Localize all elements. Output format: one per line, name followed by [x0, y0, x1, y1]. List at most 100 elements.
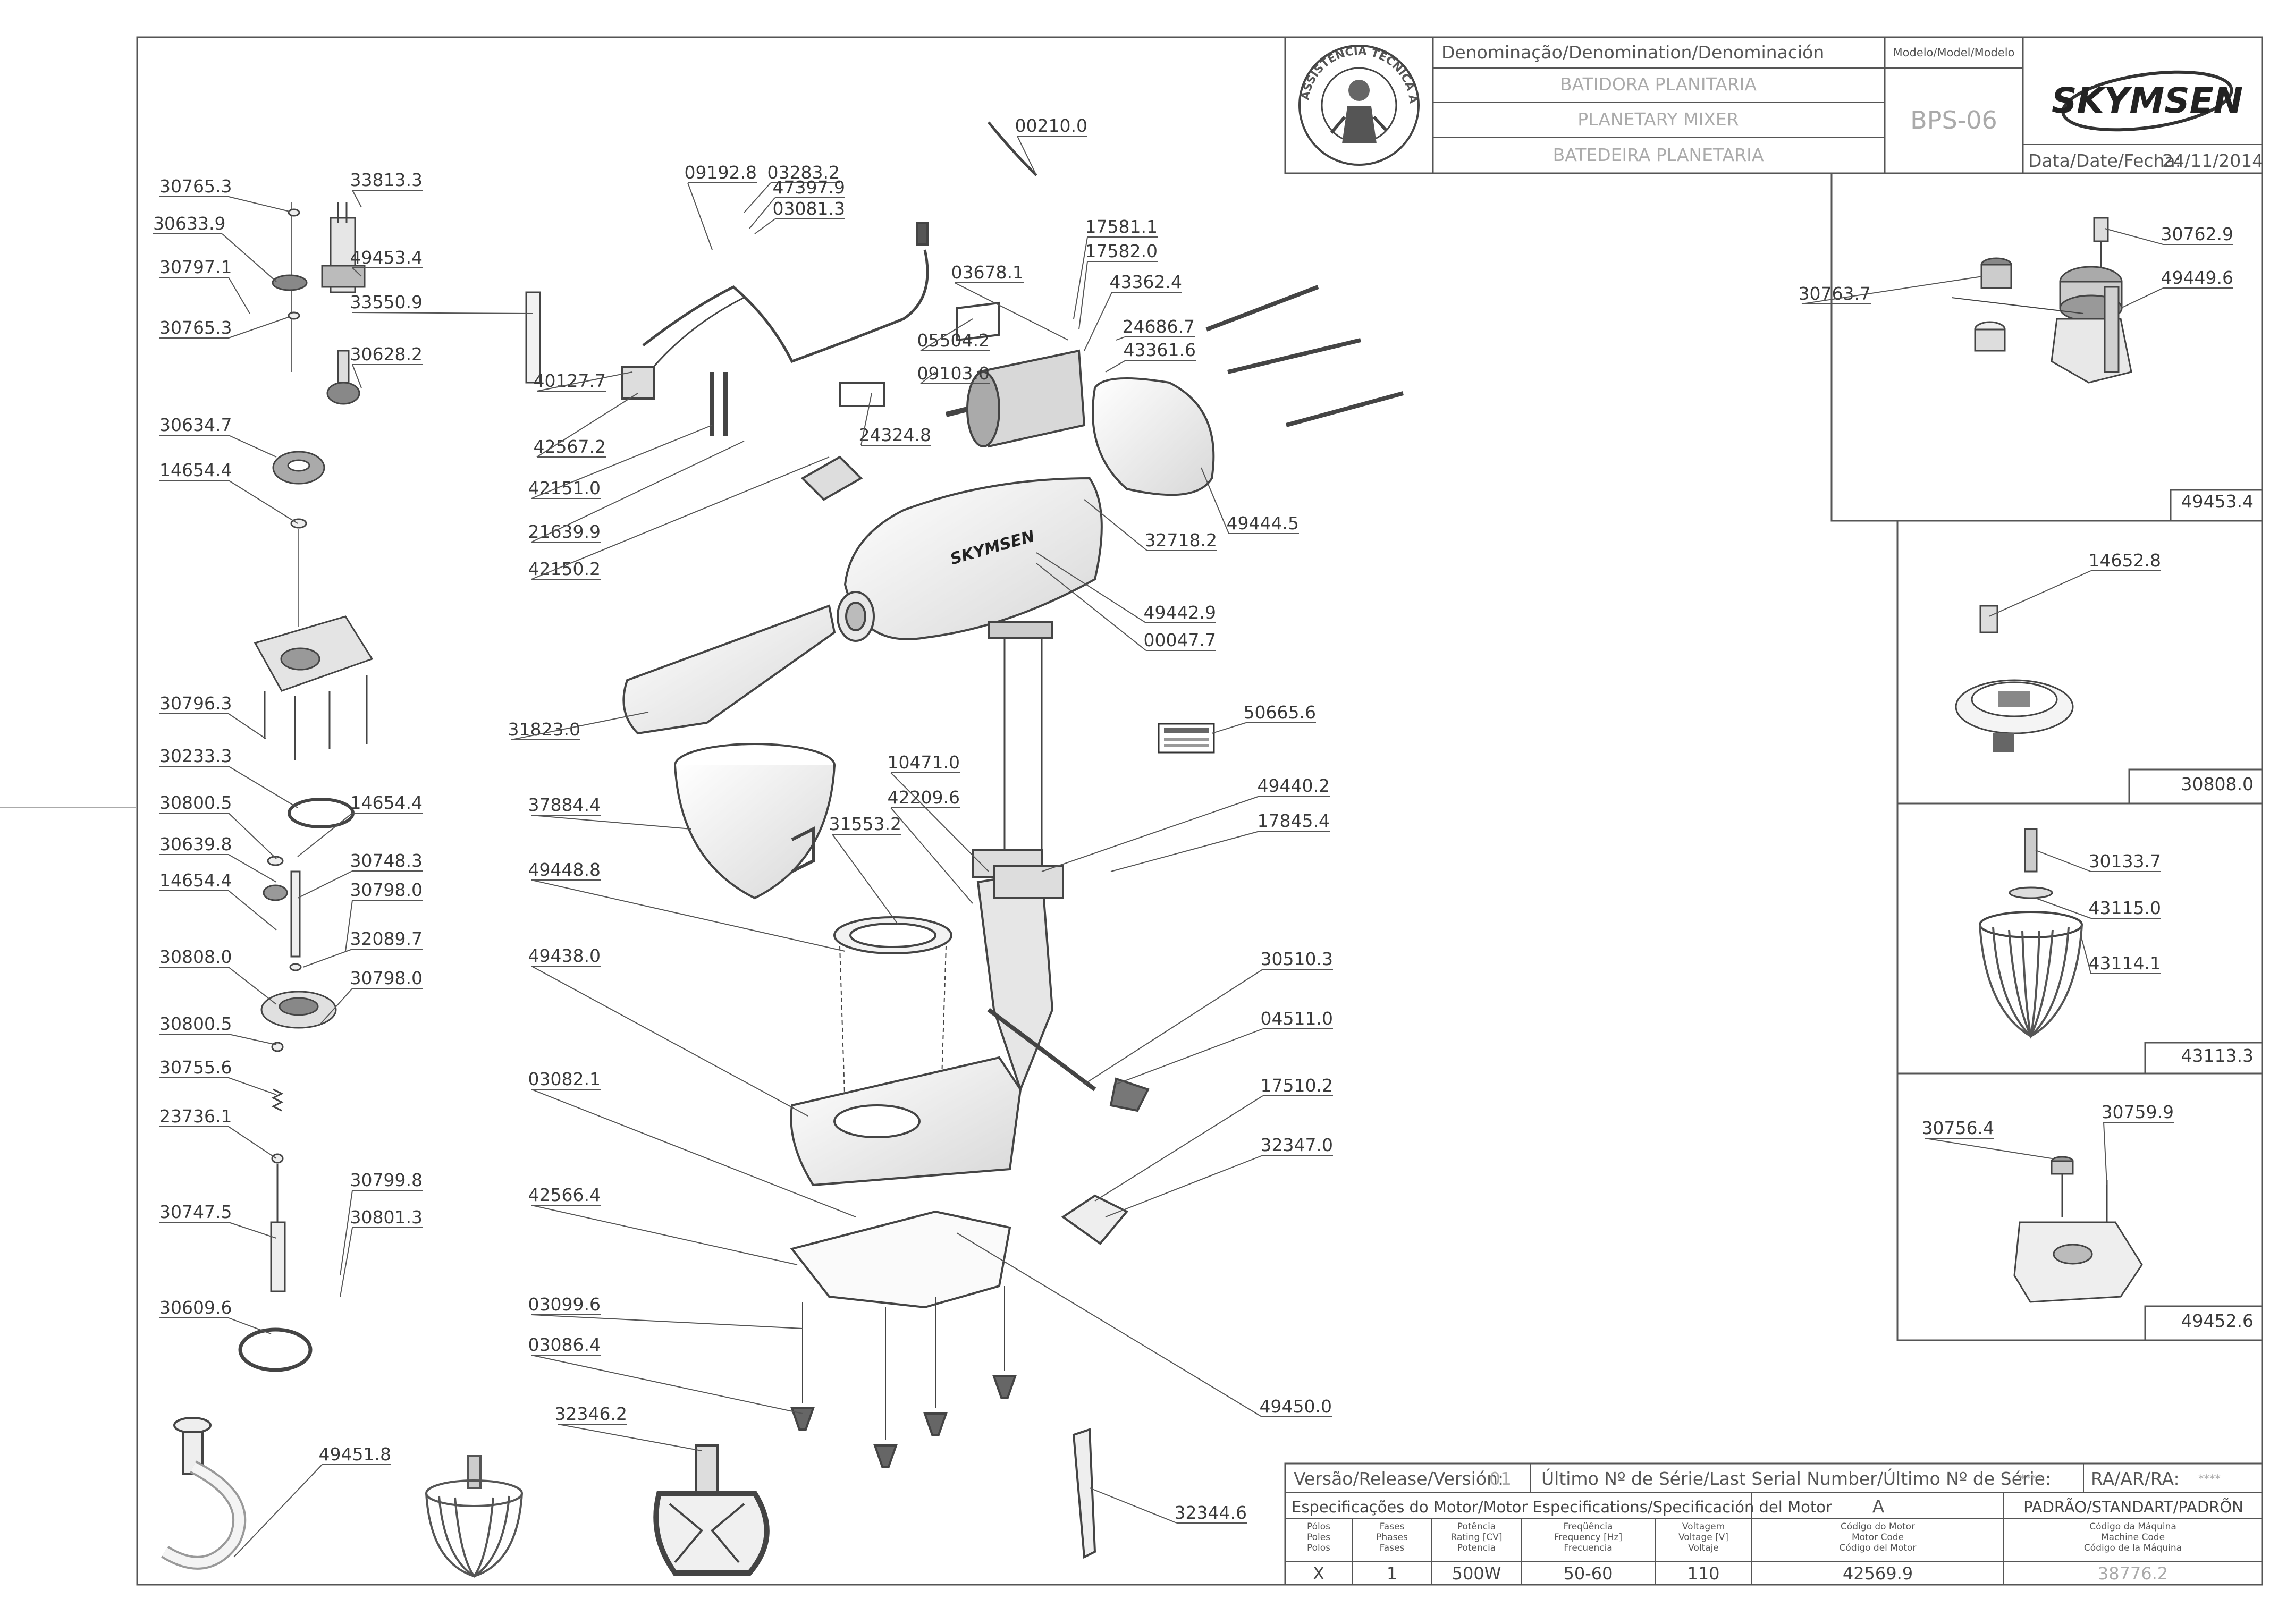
spec-column-header: Machine Code	[2101, 1532, 2165, 1543]
part-number-label: 17845.4	[1258, 810, 1330, 831]
leader-line	[860, 393, 872, 446]
part-callout: 09103.0	[917, 363, 990, 384]
spec-column-header: Rating [CV]	[1451, 1532, 1503, 1543]
part-number-label: 30798.0	[350, 968, 423, 988]
model-number: BPS-06	[1910, 106, 1997, 134]
part-callout: 47397.9	[749, 177, 845, 229]
leader-line	[228, 1317, 272, 1334]
part-number-label: 49448.8	[528, 859, 601, 880]
part-number-label: 32347.0	[1261, 1135, 1333, 1155]
ra-value: ****	[2198, 1473, 2221, 1485]
part-callout: 49453.4	[350, 247, 423, 277]
leader-line	[352, 364, 362, 388]
release-label: Versão/Release/Versión:	[1294, 1468, 1504, 1489]
title-block: ASSISTÊNCIA TÉCNICA AUTORIZADA Denominaç…	[0, 0, 2263, 174]
serial-label: Último Nº de Série/Last Serial Number/Úl…	[1541, 1468, 2051, 1489]
part-callout: 17845.4	[1110, 810, 1330, 872]
part-callout: 32089.7	[302, 928, 423, 968]
part-callout: 42151.0	[528, 425, 713, 499]
part-callout: 00210.0	[1015, 115, 1087, 176]
part-number-label: 14654.4	[159, 460, 232, 480]
part-callout: 17581.1	[1073, 216, 1158, 319]
part-number-label: 30796.3	[159, 693, 232, 714]
leader-line	[318, 988, 353, 1026]
part-number-label: 30756.4	[1922, 1118, 1994, 1138]
leader-line	[297, 813, 353, 857]
part-callout: 30800.5	[159, 1013, 277, 1045]
part-number-label: 49440.2	[1258, 775, 1330, 796]
part-callout: 49440.2	[1041, 775, 1330, 872]
skymsen-logo: SKYMSEN	[2052, 70, 2243, 132]
leader-line	[228, 1077, 277, 1095]
date-value: 24/11/2014	[2162, 150, 2263, 171]
part-number-label: 49450.0	[1260, 1396, 1332, 1417]
leader-line	[228, 890, 277, 931]
part-number-label: 14654.4	[159, 870, 232, 891]
leader-line	[1105, 360, 1126, 373]
part-number-label: 42566.4	[528, 1185, 601, 1205]
part-callout: 42566.4	[528, 1185, 798, 1265]
part-callout: 24324.8	[859, 393, 931, 446]
leader-line	[352, 312, 533, 314]
ra-label: RA/AR/RA:	[2091, 1468, 2180, 1489]
part-callout: 43115.0	[2035, 898, 2161, 919]
leader-line	[1201, 467, 1229, 534]
leader-line	[2080, 935, 2091, 974]
leader-line	[352, 190, 362, 208]
part-callout: 30765.3	[159, 316, 290, 339]
part-number-label: 30634.7	[159, 415, 232, 435]
part-number-label: 30765.3	[159, 176, 232, 197]
part-number-label: 03086.4	[528, 1334, 601, 1355]
leader-line	[558, 1424, 702, 1451]
leader-line	[749, 197, 775, 229]
part-callout: 30609.6	[159, 1297, 272, 1334]
leader-line	[340, 1190, 353, 1276]
part-callout: 49449.6	[2120, 267, 2233, 309]
leader-line	[1078, 261, 1088, 330]
spec-column-header: Frequency [Hz]	[1554, 1532, 1622, 1543]
part-number-label: 09192.8	[685, 162, 757, 183]
leader-line	[2103, 1122, 2107, 1186]
part-number-label: 47397.9	[773, 177, 845, 198]
leader-line	[228, 316, 290, 339]
part-number-label: 37884.4	[528, 794, 601, 815]
name-pt: BATIDORA PLANITARIA	[1560, 74, 1757, 95]
leader-line	[536, 371, 633, 392]
leader-line	[1110, 831, 1260, 872]
spec-column-value: 110	[1687, 1563, 1719, 1584]
leader-line	[228, 713, 266, 739]
leader-line	[228, 480, 298, 524]
leader-line	[1089, 1487, 1177, 1524]
part-number-label: 31553.2	[829, 814, 901, 834]
part-callout: 03081.3	[754, 198, 845, 234]
leader-line	[2035, 850, 2091, 872]
leader-line	[1094, 1095, 1263, 1202]
leader-line	[297, 870, 353, 899]
leader-line	[1116, 336, 1125, 341]
part-callout: 50665.6	[1211, 702, 1316, 734]
spec-column-header: Voltagem	[1682, 1521, 1725, 1532]
spec-column-header: Phases	[1376, 1532, 1408, 1543]
part-number-label: 43114.1	[2089, 953, 2161, 974]
part-callout: 32718.2	[1084, 499, 1217, 551]
part-number-label: 49442.9	[1144, 602, 1216, 623]
part-callout: 49453.4	[2181, 491, 2254, 512]
part-callout: 04511.0	[1116, 1008, 1333, 1085]
denomination-header: Denominação/Denomination/Denominación	[1441, 42, 1824, 63]
detail-panel-49452-6	[1896, 1072, 2263, 1341]
spec-column-value: 500W	[1452, 1563, 1501, 1584]
serial-value: ****	[2020, 1473, 2042, 1485]
leader-line	[228, 435, 277, 458]
part-callout: 49438.0	[528, 945, 808, 1116]
part-number-label: 32718.2	[1145, 530, 1217, 551]
spec-column-header: Voltage [V]	[1678, 1532, 1728, 1543]
part-number-label: 30639.8	[159, 834, 232, 855]
part-number-label: 30759.9	[2102, 1102, 2174, 1122]
leader-line	[1036, 563, 1146, 651]
part-callout: 14652.8	[1988, 550, 2161, 617]
part-callout: 03283.2	[744, 162, 840, 213]
part-callout: 30797.1	[159, 257, 250, 314]
leader-line	[531, 456, 830, 580]
part-number-label: 30801.3	[350, 1207, 423, 1228]
